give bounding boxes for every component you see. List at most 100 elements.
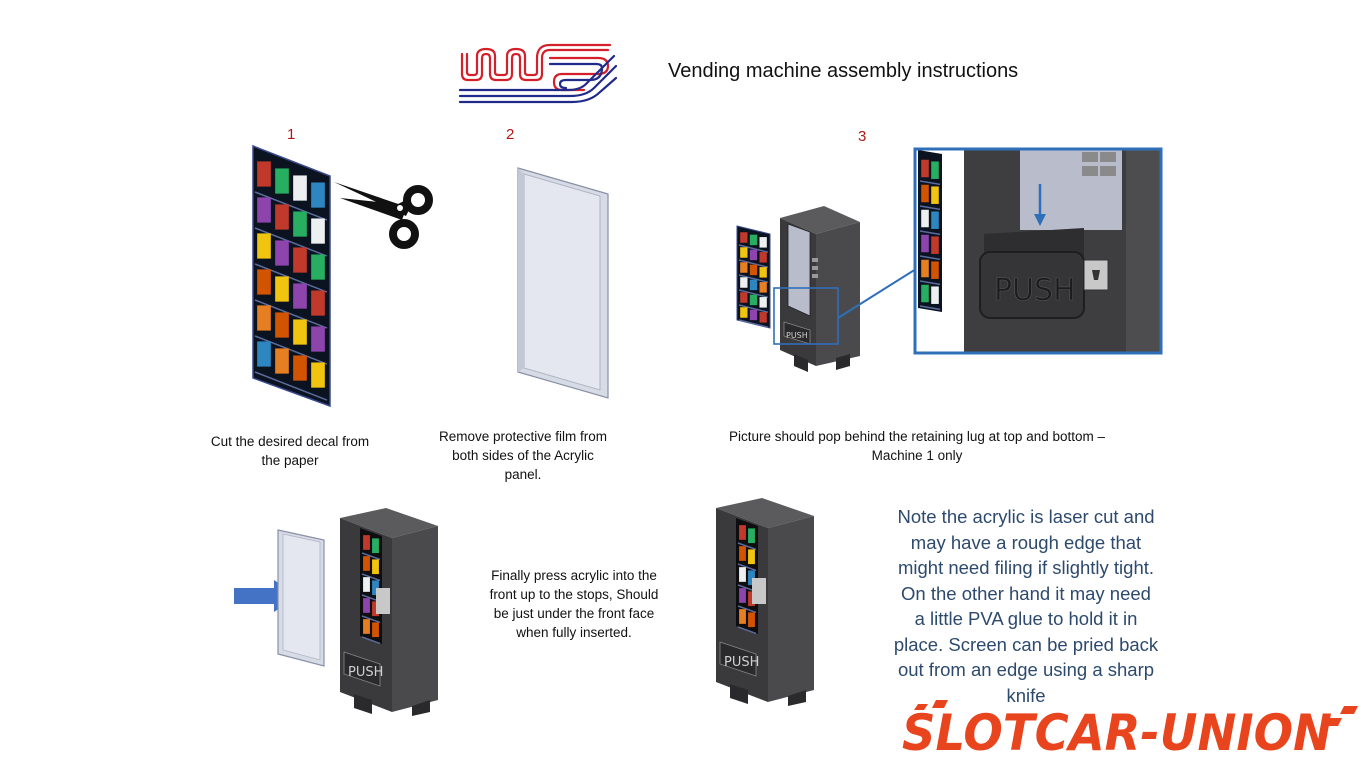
product-packet [740, 292, 748, 303]
shelf-line [919, 180, 941, 186]
vending-machine-final: PUSH [716, 498, 814, 706]
note-line: place. Screen can be pried back [893, 633, 1159, 655]
slotcar-union-logo: SLOTCAR-UNION [902, 700, 1358, 762]
decal-sheet [252, 144, 331, 408]
product-packet [749, 264, 758, 276]
shelf-line [738, 289, 769, 298]
shelf-line [254, 371, 328, 401]
caption-line: front up to the stops, Should [489, 587, 659, 602]
product-packet [293, 211, 307, 237]
product-packet [759, 252, 767, 263]
shelf-line [738, 259, 769, 268]
product-packet [748, 591, 755, 607]
step-2-number: 2 [506, 126, 515, 143]
product-packet [749, 249, 758, 261]
caption-line: the paper [261, 453, 319, 468]
vending-machine-step3: PUSH [773, 206, 860, 372]
product-packet [363, 556, 370, 571]
product-packet [921, 234, 929, 253]
product-packet [372, 538, 379, 554]
product-packet [311, 362, 325, 388]
caption-line: Picture should pop behind the retaining … [728, 429, 1106, 444]
product-packet [931, 261, 939, 279]
product-packet [740, 247, 748, 258]
caption-line: be just under the front face [493, 606, 655, 621]
product-packet [293, 247, 307, 273]
shelf-line [738, 274, 769, 283]
push-label-insert: PUSH [348, 665, 383, 680]
product-packet [372, 601, 379, 617]
step-1-number: 1 [287, 126, 296, 143]
note-line: may have a rough edge that [910, 531, 1142, 553]
product-packet [931, 211, 939, 229]
caption-line: panel. [504, 467, 542, 482]
product-packet [739, 546, 746, 561]
product-packet [311, 290, 325, 316]
product-packet [740, 232, 748, 243]
shelf-line [361, 573, 381, 582]
product-packet [275, 240, 289, 266]
shelf-line [254, 335, 328, 365]
shelf-line [738, 244, 769, 253]
step-2-caption: Remove protective film from both sides o… [418, 427, 628, 484]
product-packet [748, 528, 755, 544]
shelf-line [919, 255, 941, 261]
acrylic-panel-insert [277, 529, 325, 667]
caption-line: both sides of the Acrylic [452, 448, 594, 463]
product-packet [921, 184, 929, 203]
product-packet [759, 297, 767, 308]
product-packet [293, 319, 307, 345]
product-packet [257, 233, 271, 259]
product-packet [293, 175, 307, 201]
product-packet [739, 525, 746, 540]
note-line: might need filing if slightly tight. [897, 557, 1155, 578]
product-packet [740, 277, 748, 288]
caption-line: Remove protective film from [438, 429, 608, 444]
brand-text: SLOTCAR-UNION [902, 704, 1332, 762]
shelf-line [738, 304, 769, 313]
product-packet [275, 312, 289, 338]
note-line: a little PVA glue to hold it in [914, 608, 1138, 629]
product-packet [363, 619, 370, 634]
product-packet [372, 622, 379, 638]
product-packet [372, 559, 379, 575]
shelf-line [737, 605, 757, 614]
shelf-line [254, 263, 328, 293]
product-packet [921, 209, 929, 228]
shelf-line [361, 615, 381, 624]
product-packet [759, 237, 767, 248]
product-packet [759, 312, 767, 323]
product-packet [311, 218, 325, 244]
scissors-icon [334, 182, 433, 249]
final-step-caption: Finally press acrylic into the front up … [470, 566, 678, 642]
zoom-connector-line [837, 263, 925, 319]
shelf-line [361, 552, 381, 561]
product-packet [931, 161, 939, 179]
product-packet [759, 267, 767, 278]
shelf-line [254, 191, 328, 221]
product-packet [257, 269, 271, 295]
product-packet [921, 284, 929, 303]
shelf-line [919, 205, 941, 211]
caption-line: Machine 1 only [871, 448, 963, 463]
product-packet [257, 161, 271, 187]
shelf-line [254, 227, 328, 257]
product-packet [257, 197, 271, 223]
shelf-line [737, 542, 757, 551]
shelf-line [919, 280, 941, 286]
product-packet [921, 259, 929, 278]
product-packet [257, 305, 271, 331]
wms-logo [458, 43, 618, 104]
product-packet [739, 609, 746, 624]
product-packet [931, 286, 939, 304]
product-packet [739, 588, 746, 603]
product-packet [749, 234, 758, 246]
product-packet [748, 612, 755, 628]
product-packet [293, 355, 307, 381]
note-line: out from an edge using a sharp [897, 659, 1155, 680]
note-line: knife [1006, 684, 1046, 706]
note-line: Note the acrylic is laser cut and [897, 506, 1155, 527]
shelf-line [919, 305, 941, 311]
product-packet [311, 326, 325, 352]
shelf-line [254, 299, 328, 329]
